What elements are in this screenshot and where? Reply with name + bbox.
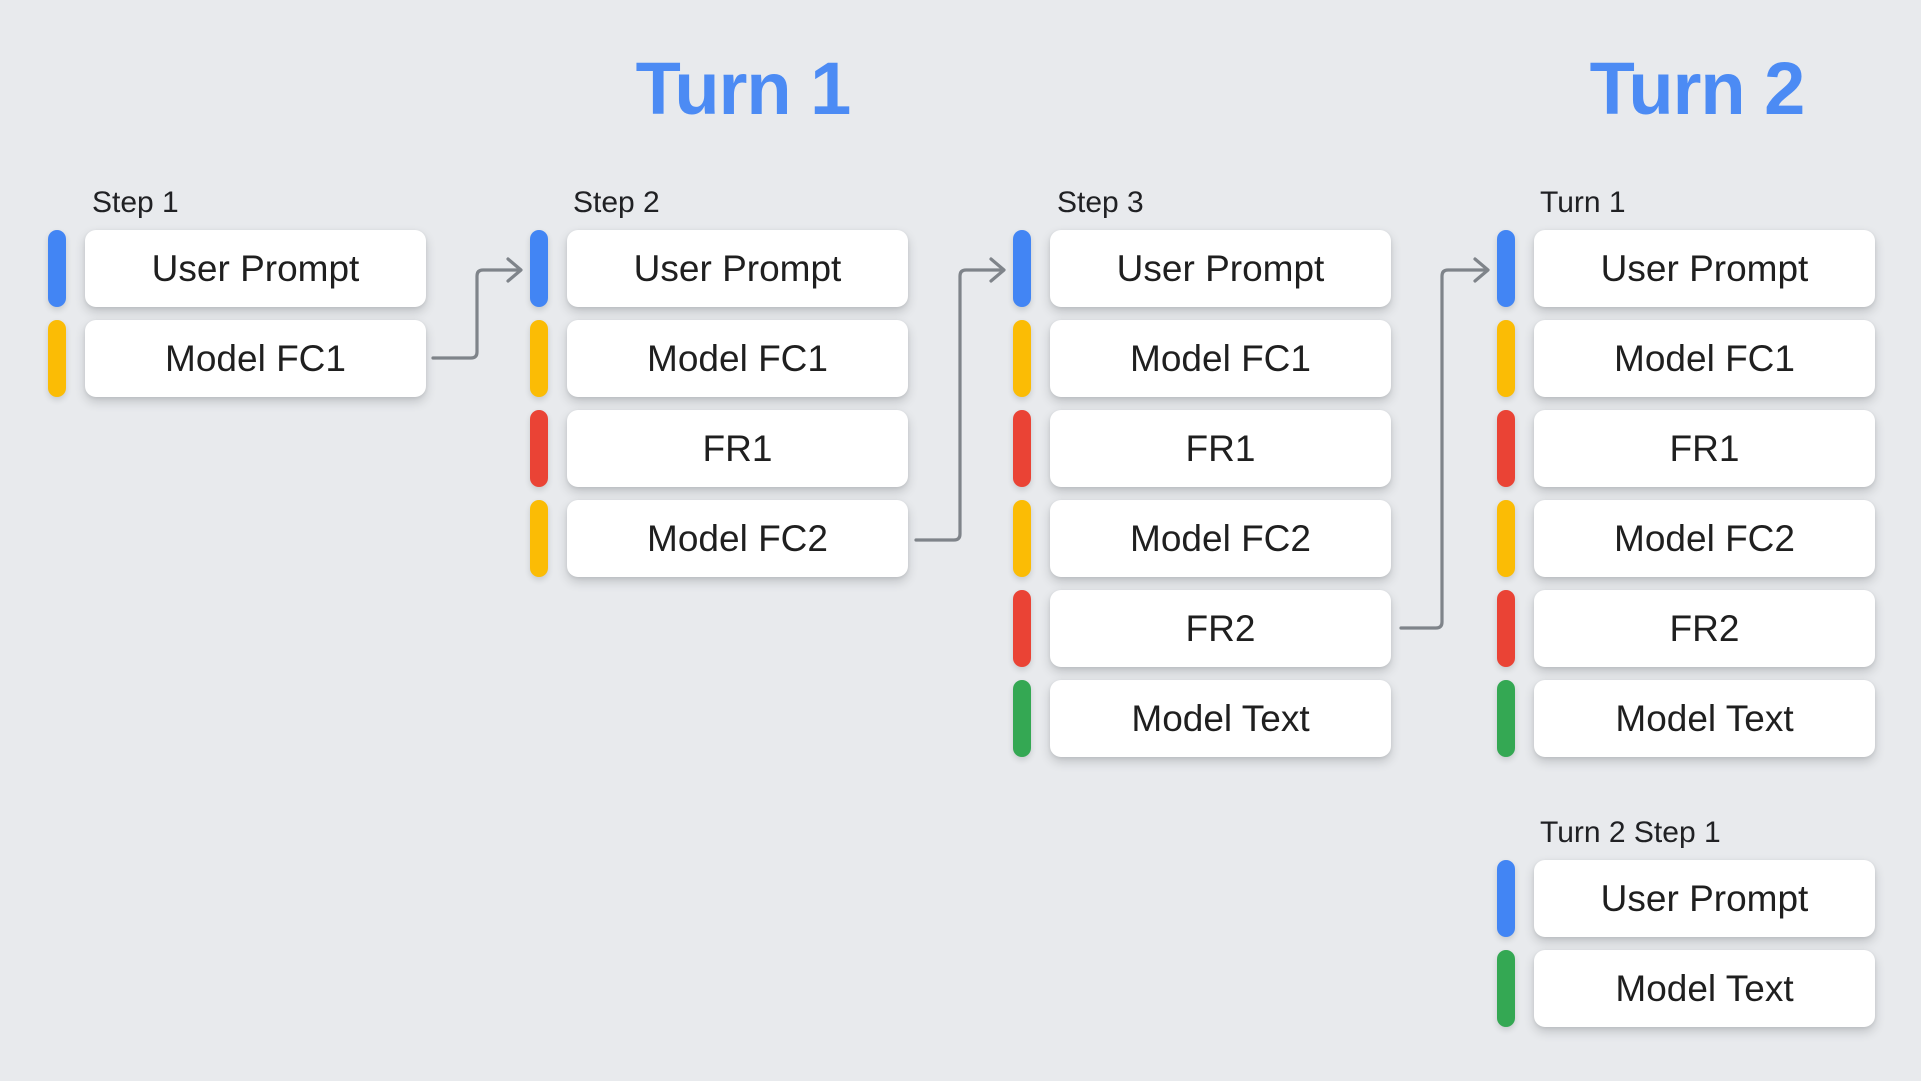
- role-color-bar: [530, 410, 548, 487]
- message-box: User Prompt: [1534, 860, 1875, 937]
- message-box: FR2: [1534, 590, 1875, 667]
- message-box: Model Text: [1534, 680, 1875, 757]
- message-row: Model Text: [1497, 680, 1875, 757]
- role-color-bar: [1013, 320, 1031, 397]
- message-label: Model FC1: [647, 338, 828, 379]
- role-color-bar: [1013, 500, 1031, 577]
- role-color-bar: [1497, 590, 1515, 667]
- arrowhead-icon: [506, 257, 523, 283]
- message-box: Model FC1: [1050, 320, 1391, 397]
- message-row: Model FC2: [530, 500, 908, 577]
- message-label: FR1: [1669, 428, 1740, 469]
- column-label-step-2: Step 2: [573, 186, 660, 219]
- message-label: FR1: [1185, 428, 1256, 469]
- message-row: Model Text: [1497, 950, 1875, 1027]
- column-label-turn-2-step-1: Turn 2 Step 1: [1540, 816, 1721, 849]
- message-row: User Prompt: [1497, 230, 1875, 307]
- message-box: User Prompt: [1050, 230, 1391, 307]
- message-label: Model Text: [1615, 968, 1794, 1009]
- message-row: FR1: [1013, 410, 1391, 487]
- message-row: User Prompt: [1013, 230, 1391, 307]
- message-box: Model FC2: [1050, 500, 1391, 577]
- message-box: FR2: [1050, 590, 1391, 667]
- role-color-bar: [530, 320, 548, 397]
- message-box: User Prompt: [85, 230, 426, 307]
- message-row: FR2: [1013, 590, 1391, 667]
- connector-step2-to-step3: [914, 268, 1004, 542]
- message-label: User Prompt: [151, 248, 360, 289]
- role-color-bar: [1497, 410, 1515, 487]
- role-color-bar: [1013, 680, 1031, 757]
- message-box: Model FC2: [1534, 500, 1875, 577]
- message-label: FR2: [1185, 608, 1256, 649]
- column-label-turn-1: Turn 1: [1540, 186, 1626, 219]
- role-color-bar: [530, 500, 548, 577]
- message-box: Model FC1: [85, 320, 426, 397]
- message-row: Model FC1: [48, 320, 426, 397]
- role-color-bar: [1013, 410, 1031, 487]
- message-row: FR2: [1497, 590, 1875, 667]
- arrowhead-icon: [989, 257, 1006, 283]
- message-row: Model FC1: [1013, 320, 1391, 397]
- role-color-bar: [48, 230, 66, 307]
- message-row: Model FC1: [530, 320, 908, 397]
- message-box: Model FC1: [567, 320, 908, 397]
- message-label: Model FC1: [1614, 338, 1795, 379]
- message-box: Model FC2: [567, 500, 908, 577]
- message-label: Model FC2: [1614, 518, 1795, 559]
- arrowhead-icon: [1473, 257, 1490, 283]
- message-box: FR1: [567, 410, 908, 487]
- role-color-bar: [1497, 500, 1515, 577]
- message-row: FR1: [1497, 410, 1875, 487]
- message-label: User Prompt: [633, 248, 842, 289]
- message-label: Model FC2: [1130, 518, 1311, 559]
- role-color-bar: [1497, 680, 1515, 757]
- role-color-bar: [1497, 230, 1515, 307]
- column-label-step-1: Step 1: [92, 186, 179, 219]
- message-box: FR1: [1050, 410, 1391, 487]
- message-label: Model FC1: [165, 338, 346, 379]
- role-color-bar: [1497, 320, 1515, 397]
- connector-step1-to-step2: [431, 268, 521, 360]
- message-label: User Prompt: [1116, 248, 1325, 289]
- role-color-bar: [1497, 860, 1515, 937]
- message-row: Model FC1: [1497, 320, 1875, 397]
- turn-2-title: Turn 2: [1589, 47, 1806, 130]
- turn-1-title: Turn 1: [635, 47, 852, 130]
- message-label: User Prompt: [1600, 248, 1809, 289]
- connector-step3-to-turn1: [1399, 268, 1488, 630]
- message-label: Model Text: [1131, 698, 1310, 739]
- message-row: FR1: [530, 410, 908, 487]
- message-row: Model FC2: [1013, 500, 1391, 577]
- message-row: Model Text: [1013, 680, 1391, 757]
- role-color-bar: [530, 230, 548, 307]
- message-label: Model FC1: [1130, 338, 1311, 379]
- message-label: FR2: [1669, 608, 1740, 649]
- message-box: Model Text: [1050, 680, 1391, 757]
- message-label: Model Text: [1615, 698, 1794, 739]
- message-row: User Prompt: [530, 230, 908, 307]
- message-box: Model FC1: [1534, 320, 1875, 397]
- role-color-bar: [1497, 950, 1515, 1027]
- message-box: User Prompt: [1534, 230, 1875, 307]
- message-box: User Prompt: [567, 230, 908, 307]
- role-color-bar: [48, 320, 66, 397]
- message-row: Model FC2: [1497, 500, 1875, 577]
- message-label: FR1: [702, 428, 773, 469]
- message-box: FR1: [1534, 410, 1875, 487]
- column-label-step-3: Step 3: [1057, 186, 1144, 219]
- role-color-bar: [1013, 230, 1031, 307]
- role-color-bar: [1013, 590, 1031, 667]
- message-row: User Prompt: [48, 230, 426, 307]
- message-row: User Prompt: [1497, 860, 1875, 937]
- message-box: Model Text: [1534, 950, 1875, 1027]
- message-label: User Prompt: [1600, 878, 1809, 919]
- message-label: Model FC2: [647, 518, 828, 559]
